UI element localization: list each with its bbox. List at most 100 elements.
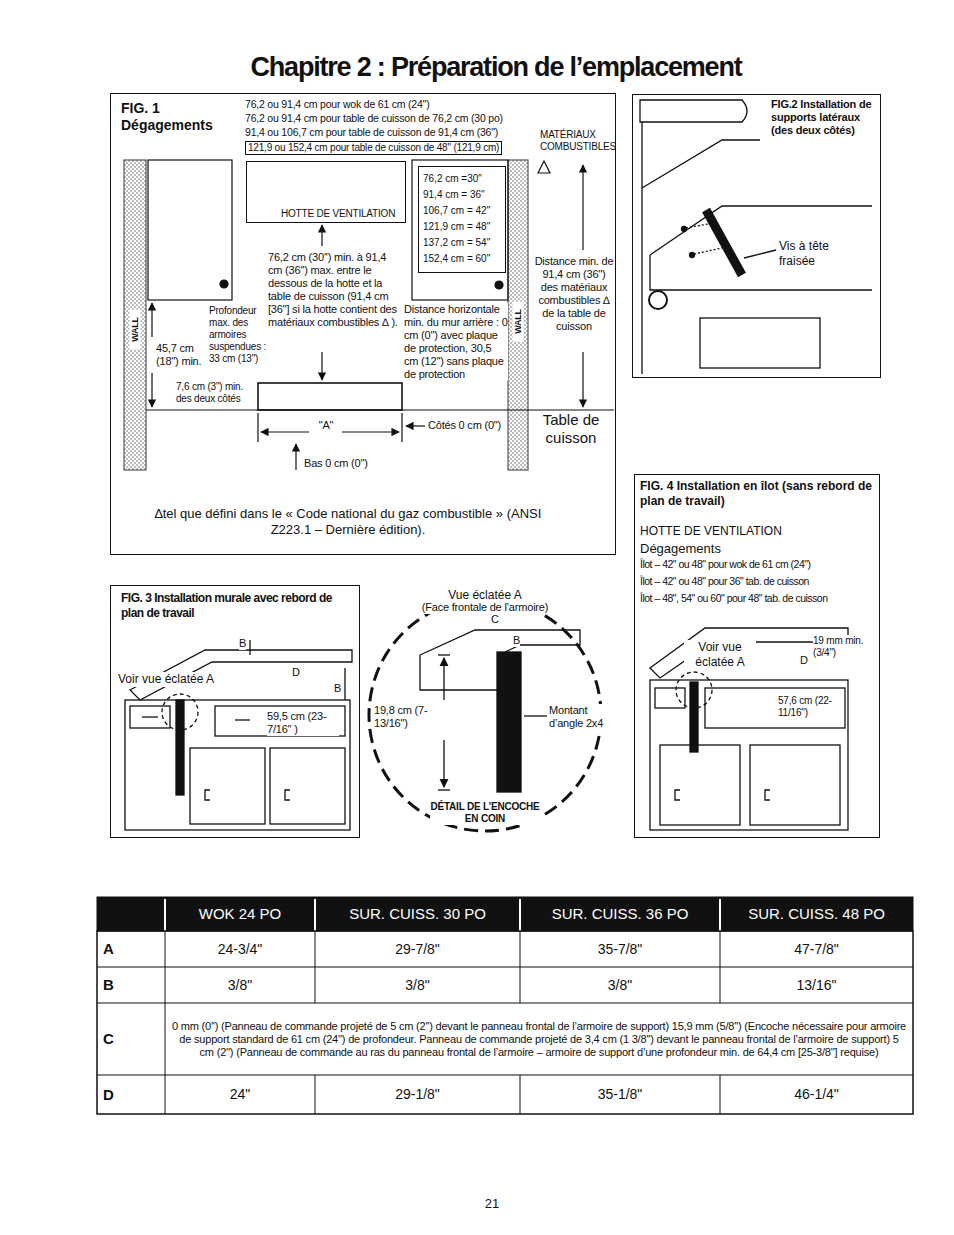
figure-label: ∆tel que défini dans le « Code national … [150,506,546,538]
table-grid [315,1075,316,1114]
table-cell: 0 mm (0'') (Panneau de commande projeté … [171,1005,907,1073]
clearance-list-box: 76,2 cm =30"91,4 cm = 36"106,7 cm = 42"1… [418,166,506,273]
fig4-drawing [690,682,698,752]
fig3-drawing [125,640,352,830]
node-text: HOTTE DE VENTILATION [281,208,395,220]
figure-label: Îlot – 42" ou 48" pour wok de 61 cm (24"… [640,558,810,571]
fig2-drawing [649,291,667,309]
fig2-drawing [744,250,776,258]
table-cell: 13/16" [726,969,907,1001]
table-cell: D [103,1077,159,1112]
fig4-drawing [705,688,845,728]
figure-label: B [239,637,246,650]
fig4-drawing [675,790,770,800]
figure-label: "A" [313,419,339,432]
node-text: DÉTAIL DE L’ENCOCHE EN COIN [430,801,540,825]
figure-label: D [292,666,300,679]
figure-label: 19 mm min. (3/4'') [813,635,875,659]
fig2-drawing [706,210,742,275]
fig3-drawing [130,706,170,728]
node-text: 137,2 cm = 54" [423,235,501,251]
table-cell: C [103,1005,159,1073]
table-cell: SUR. CUISS. 30 PO [321,899,514,929]
fig2-drawing [641,122,642,374]
figure-label: WALL [513,302,524,342]
node-text: FIG.2 Installation de supports latéraux … [771,98,879,137]
figure-label: Bas 0 cm (0'') [304,457,368,470]
figure-label: D [800,654,808,667]
node-text: (Face frontale de l’armoire) [405,601,565,614]
figure-label: 45,7 cm (18'') min. [156,342,206,368]
fig1-drawing [258,383,402,410]
figure-label: Dégagements [640,541,721,557]
table-cell: 24" [171,1077,309,1112]
fig4-drawing [750,745,840,825]
figure-label: 57,6 cm (22-11/16'') [778,695,840,719]
fig1-drawing [342,431,399,432]
table-cell: 47-7/8" [726,933,907,965]
table-grid [719,899,721,931]
table-grid [165,931,166,1114]
node-text: 152,4 cm = 60" [423,251,501,267]
figure-label: 19,8 cm (7-13/16") [374,704,436,730]
node-text: 121,9 cm = 48" [423,219,501,235]
detail-drawing [420,630,580,655]
table-cell: 24-3/4" [171,933,309,965]
table-grid [314,899,316,931]
fig2-drawing [640,100,747,122]
figure-label: Vis à tête fraisée [779,239,861,269]
detail-drawing [524,715,547,716]
fig1-drawing [321,352,322,380]
fig1-drawing [538,161,550,173]
figure-label: HOTTE DE VENTILATION [640,524,782,539]
table-cell: 35-1/8" [526,1077,714,1112]
fig1-drawing [412,160,508,300]
fig3-drawing [205,790,290,800]
figure-label: 7,6 cm (3") min. des deux côtés [176,381,256,405]
fig3-drawing [344,668,345,700]
figure-label: Îlot – 48", 54" ou 60" pour 48" tab. de … [640,592,828,605]
fig3-drawing [249,640,250,655]
fig1-drawing [257,413,258,442]
fig1-drawing [151,373,152,407]
table-grid [97,897,913,931]
node-text: 76,2 cm =30" [423,171,501,187]
node-text: FIG. 3 Installation murale avec rebord d… [121,591,356,621]
fig3-drawing [176,700,184,795]
table-grid [164,899,166,931]
table-grid [720,1075,721,1114]
fig2-drawing [700,318,820,368]
fig1-drawing [321,225,322,246]
figure-label: 76,2 ou 91,4 cm pour table de cuisson de… [245,112,503,125]
figure-label: Voir vue éclatée A [684,640,756,670]
fig3-drawing [162,694,198,730]
table-grid [520,1075,521,1114]
node-text: FIG. 1 Dégagements [121,100,231,134]
table-grid [519,899,521,931]
fig1-drawing [401,413,402,442]
fig2-drawing [682,227,687,232]
table-cell: 3/8" [321,969,514,1001]
figure-label: 76,2 ou 91,4 cm pour wok de 61 cm (24") [245,98,429,111]
table-cell: SUR. CUISS. 36 PO [526,899,714,929]
node-text: 91,4 cm = 36" [423,187,501,203]
table-grid [315,931,316,1003]
figure-label: Distance horizontale min. du mur arrière… [404,303,508,381]
fig3-drawing [125,700,350,830]
figure-frame: FIG.2 Installation de supports latéraux … [632,94,881,378]
fig3-drawing [215,706,345,736]
hood-box: HOTTE DE VENTILATION [246,161,406,223]
fig2-drawing [690,253,695,258]
fig1-drawing [406,425,425,426]
figure-label: 121,9 ou 152,4 cm pour table de cuisson … [245,141,502,155]
figure-label: MATÉRIAUX COMBUSTIBLES [540,129,615,153]
detail-drawing [443,658,444,700]
table-grid [720,931,721,1003]
detail-drawing [420,655,497,690]
figure-label: B [513,634,520,647]
fig3-drawing [190,748,265,824]
fig3-drawing [235,719,250,720]
fig4-drawing [650,680,848,830]
fig4-drawing [660,745,740,825]
